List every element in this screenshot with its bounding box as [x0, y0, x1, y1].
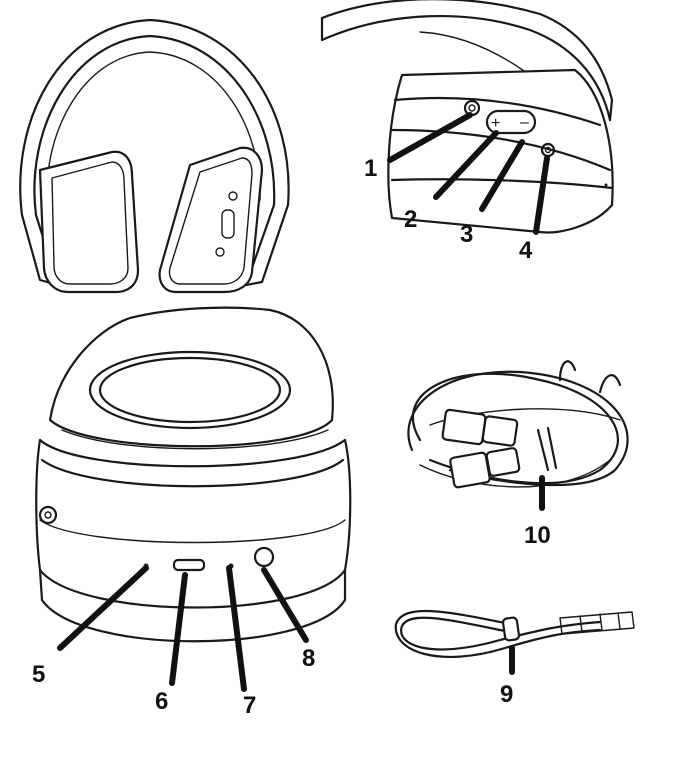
usb-cable-bundle: [407, 360, 629, 489]
callout-1: 1: [364, 155, 377, 182]
svg-text:+: +: [491, 115, 500, 132]
earcup-large-view: [35, 306, 352, 643]
svg-text:–: –: [520, 114, 529, 131]
headphones-front-view: [19, 18, 290, 294]
pointer-lines-top: [387, 112, 550, 235]
callout-8: 8: [302, 645, 315, 672]
callout-3: 3: [460, 221, 473, 248]
callout-7: 7: [243, 692, 256, 719]
callout-10: 10: [524, 522, 551, 549]
pointer-lines-bottom: [57, 565, 309, 692]
callout-4: 4: [519, 237, 533, 264]
callout-5: 5: [32, 661, 45, 688]
callout-2: 2: [404, 206, 417, 233]
audio-cable: [394, 609, 635, 659]
callout-9: 9: [500, 681, 513, 708]
callout-6: 6: [155, 688, 168, 715]
